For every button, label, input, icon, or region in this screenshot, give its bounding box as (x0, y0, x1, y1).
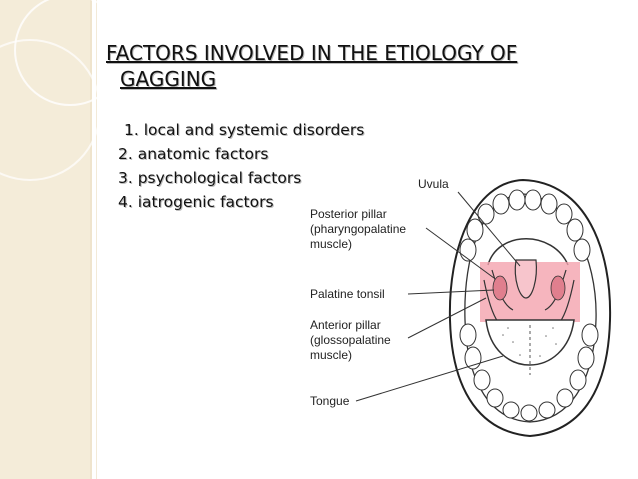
factors-list: 1. local and systemic disorders 2. anato… (118, 118, 364, 214)
label-anterior-pillar-3: muscle) (310, 348, 352, 362)
label-anterior-pillar-2: (glossopalatine (310, 333, 391, 347)
title-line-1: FACTORS INVOLVED IN THE ETIOLOGY OF (106, 41, 518, 65)
slide-title: FACTORS INVOLVED IN THE ETIOLOGY OF GAGG… (106, 40, 546, 92)
mouth-anatomy-diagram: Uvula Posterior pillar (pharyngopalatine… (310, 177, 612, 438)
upper-teeth (459, 189, 591, 262)
label-posterior-pillar-3: muscle) (310, 237, 352, 251)
list-item: 2. anatomic factors (118, 145, 269, 163)
tongue-shape (485, 319, 575, 366)
label-anterior-pillar: Anterior pillar (310, 318, 381, 332)
uvula-shape (514, 259, 537, 299)
list-item: 4. iatrogenic factors (118, 193, 274, 211)
label-palatine-tonsil: Palatine tonsil (310, 287, 385, 301)
label-posterior-pillar-2: (pharyngopalatine (310, 222, 406, 236)
decorative-circles (0, 0, 126, 181)
vertical-rule (90, 0, 92, 479)
label-posterior-pillar: Posterior pillar (310, 207, 387, 221)
list-item: 3. psychological factors (118, 169, 302, 187)
vertical-rule-thin (96, 0, 97, 479)
lower-teeth (459, 323, 599, 422)
title-line-2: GAGGING (120, 67, 217, 91)
decorative-left-band (0, 0, 90, 479)
list-item: 1. local and systemic disorders (124, 121, 365, 139)
label-uvula: Uvula (418, 177, 449, 191)
label-tongue: Tongue (310, 394, 350, 408)
